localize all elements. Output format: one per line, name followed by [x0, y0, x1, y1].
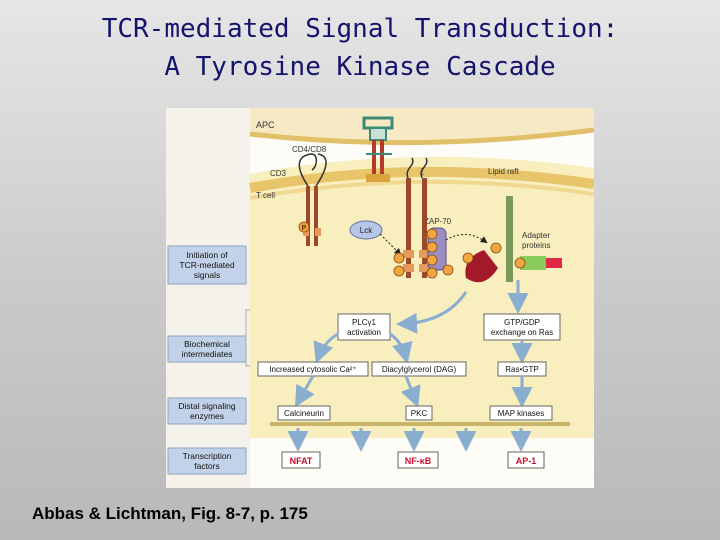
plc-to-calcium-arrow: [313, 332, 339, 364]
cd3-label: CD3: [270, 169, 287, 178]
adapter-label-2: proteins: [522, 241, 550, 250]
lck-kinase: [349, 220, 383, 240]
cd4-cd8-label: CD4/CD8: [292, 145, 327, 154]
t-cell-membrane-inner: [249, 179, 595, 200]
slide-title-line-1: TCR-mediated Signal Transduction:: [101, 14, 619, 44]
svg-text:Increased cytosolic Ca²⁺: Increased cytosolic Ca²⁺: [269, 365, 356, 374]
intermediate-ras-gtp: Ras•GTP: [497, 361, 547, 377]
factor-nf-kb: NF-κB: [397, 451, 439, 469]
stage-box-initiation: Initiation of TCR-mediated signals: [167, 245, 247, 285]
phosphate-circle: [298, 221, 310, 233]
t-cell-label: T cell: [256, 191, 275, 200]
stage-distal-line-2: enzymes: [190, 411, 224, 421]
lipid-raft-label: Lipid raft: [488, 167, 519, 176]
intermediate-dag: Diacylglycerol (DAG): [371, 361, 467, 377]
figure-citation: Abbas & Lichtman, Fig. 8-7, p. 175: [32, 504, 308, 523]
figure-canvas: APC CD4/CD8 CD3 T cell ζ Lipid raft ZAP-…: [166, 108, 595, 488]
dag-to-pkc-arrow: [400, 375, 421, 408]
stage-transcription-line-2: factors: [194, 461, 220, 471]
svg-text:Ras•GTP: Ras•GTP: [505, 365, 538, 374]
gtp-line-2: exchange on Ras: [491, 328, 553, 337]
slide-title-line-2: A Tyrosine Kinase Cascade: [164, 52, 556, 82]
zap70-label: ZAP-70: [424, 217, 452, 226]
adapter-transmembrane: [506, 196, 513, 282]
apc-region: [250, 108, 594, 143]
t-cell-membrane: [249, 166, 595, 193]
zap70-to-plc-arrow: [396, 291, 468, 334]
stage-biochemical-line-2: intermediates: [181, 349, 232, 359]
adapter-label-1: Adapter: [522, 231, 550, 240]
calcium-to-calcineurin-arrow: [295, 375, 315, 408]
stage-distal-line-1: Distal signaling: [178, 401, 235, 411]
apc-label: APC: [256, 120, 275, 130]
adapter-protein-pink: [546, 258, 562, 268]
stage-initiation-line-2: TCR-mediated: [179, 260, 235, 270]
stage-box-biochemical: Biochemical intermediates: [167, 335, 247, 363]
stage-initiation-line-3: signals: [194, 270, 220, 280]
phosphate-cluster: [393, 228, 526, 279]
svg-text:NFAT: NFAT: [290, 456, 313, 466]
phosphate-label: P: [302, 225, 307, 232]
signal-transduction-figure: APC CD4/CD8 CD3 T cell ζ Lipid raft ZAP-…: [166, 108, 595, 488]
cd4-cd8-coreceptor: [362, 116, 394, 182]
lck-label: Lck: [360, 226, 373, 235]
adapter-protein-red: [465, 250, 498, 283]
enzyme-to-factor-arrows: [287, 428, 532, 452]
factor-ap1: AP-1: [507, 451, 545, 469]
stage-transcription-line-1: Transcription: [183, 451, 232, 461]
gtp-exchange-box: GTP/GDP exchange on Ras: [483, 313, 561, 341]
intermediate-calcium: Increased cytosolic Ca²⁺: [257, 361, 369, 377]
stage-panel-background: [166, 108, 250, 488]
svg-text:Calcineurin: Calcineurin: [284, 409, 324, 418]
plc-line-2: activation: [347, 328, 381, 337]
plc-line-1: PLCγ1: [352, 318, 377, 327]
stage-box-distal: Distal signaling enzymes: [167, 397, 247, 425]
enzyme-pkc: PKC: [405, 405, 433, 421]
enzyme-map-kinases: MAP kinases: [489, 405, 553, 421]
apc-membrane: [249, 127, 595, 146]
svg-text:Diacylglycerol (DAG): Diacylglycerol (DAG): [382, 365, 457, 374]
svg-text:PKC: PKC: [411, 409, 428, 418]
tcr-zeta-chains: [403, 157, 430, 278]
stage-box-transcription: Transcription factors: [167, 447, 247, 475]
gtp-line-1: GTP/GDP: [504, 318, 540, 327]
svg-text:MAP kinases: MAP kinases: [498, 409, 545, 418]
svg-text:AP-1: AP-1: [516, 456, 537, 466]
plc-activation-box: PLCγ1 activation: [337, 313, 391, 341]
adapter-protein-green: [520, 256, 546, 270]
svg-text:NF-κB: NF-κB: [405, 456, 432, 466]
plc-to-dag-arrow: [389, 332, 413, 364]
zap70-phosphorylation-arrow: [445, 234, 488, 244]
stage-bracket: [245, 309, 250, 367]
factor-nfat: NFAT: [281, 451, 321, 469]
enzyme-calcineurin: Calcineurin: [277, 405, 331, 421]
stage-biochemical-line-1: Biochemical: [184, 339, 230, 349]
stage-initiation-line-1: Initiation of: [186, 250, 228, 260]
